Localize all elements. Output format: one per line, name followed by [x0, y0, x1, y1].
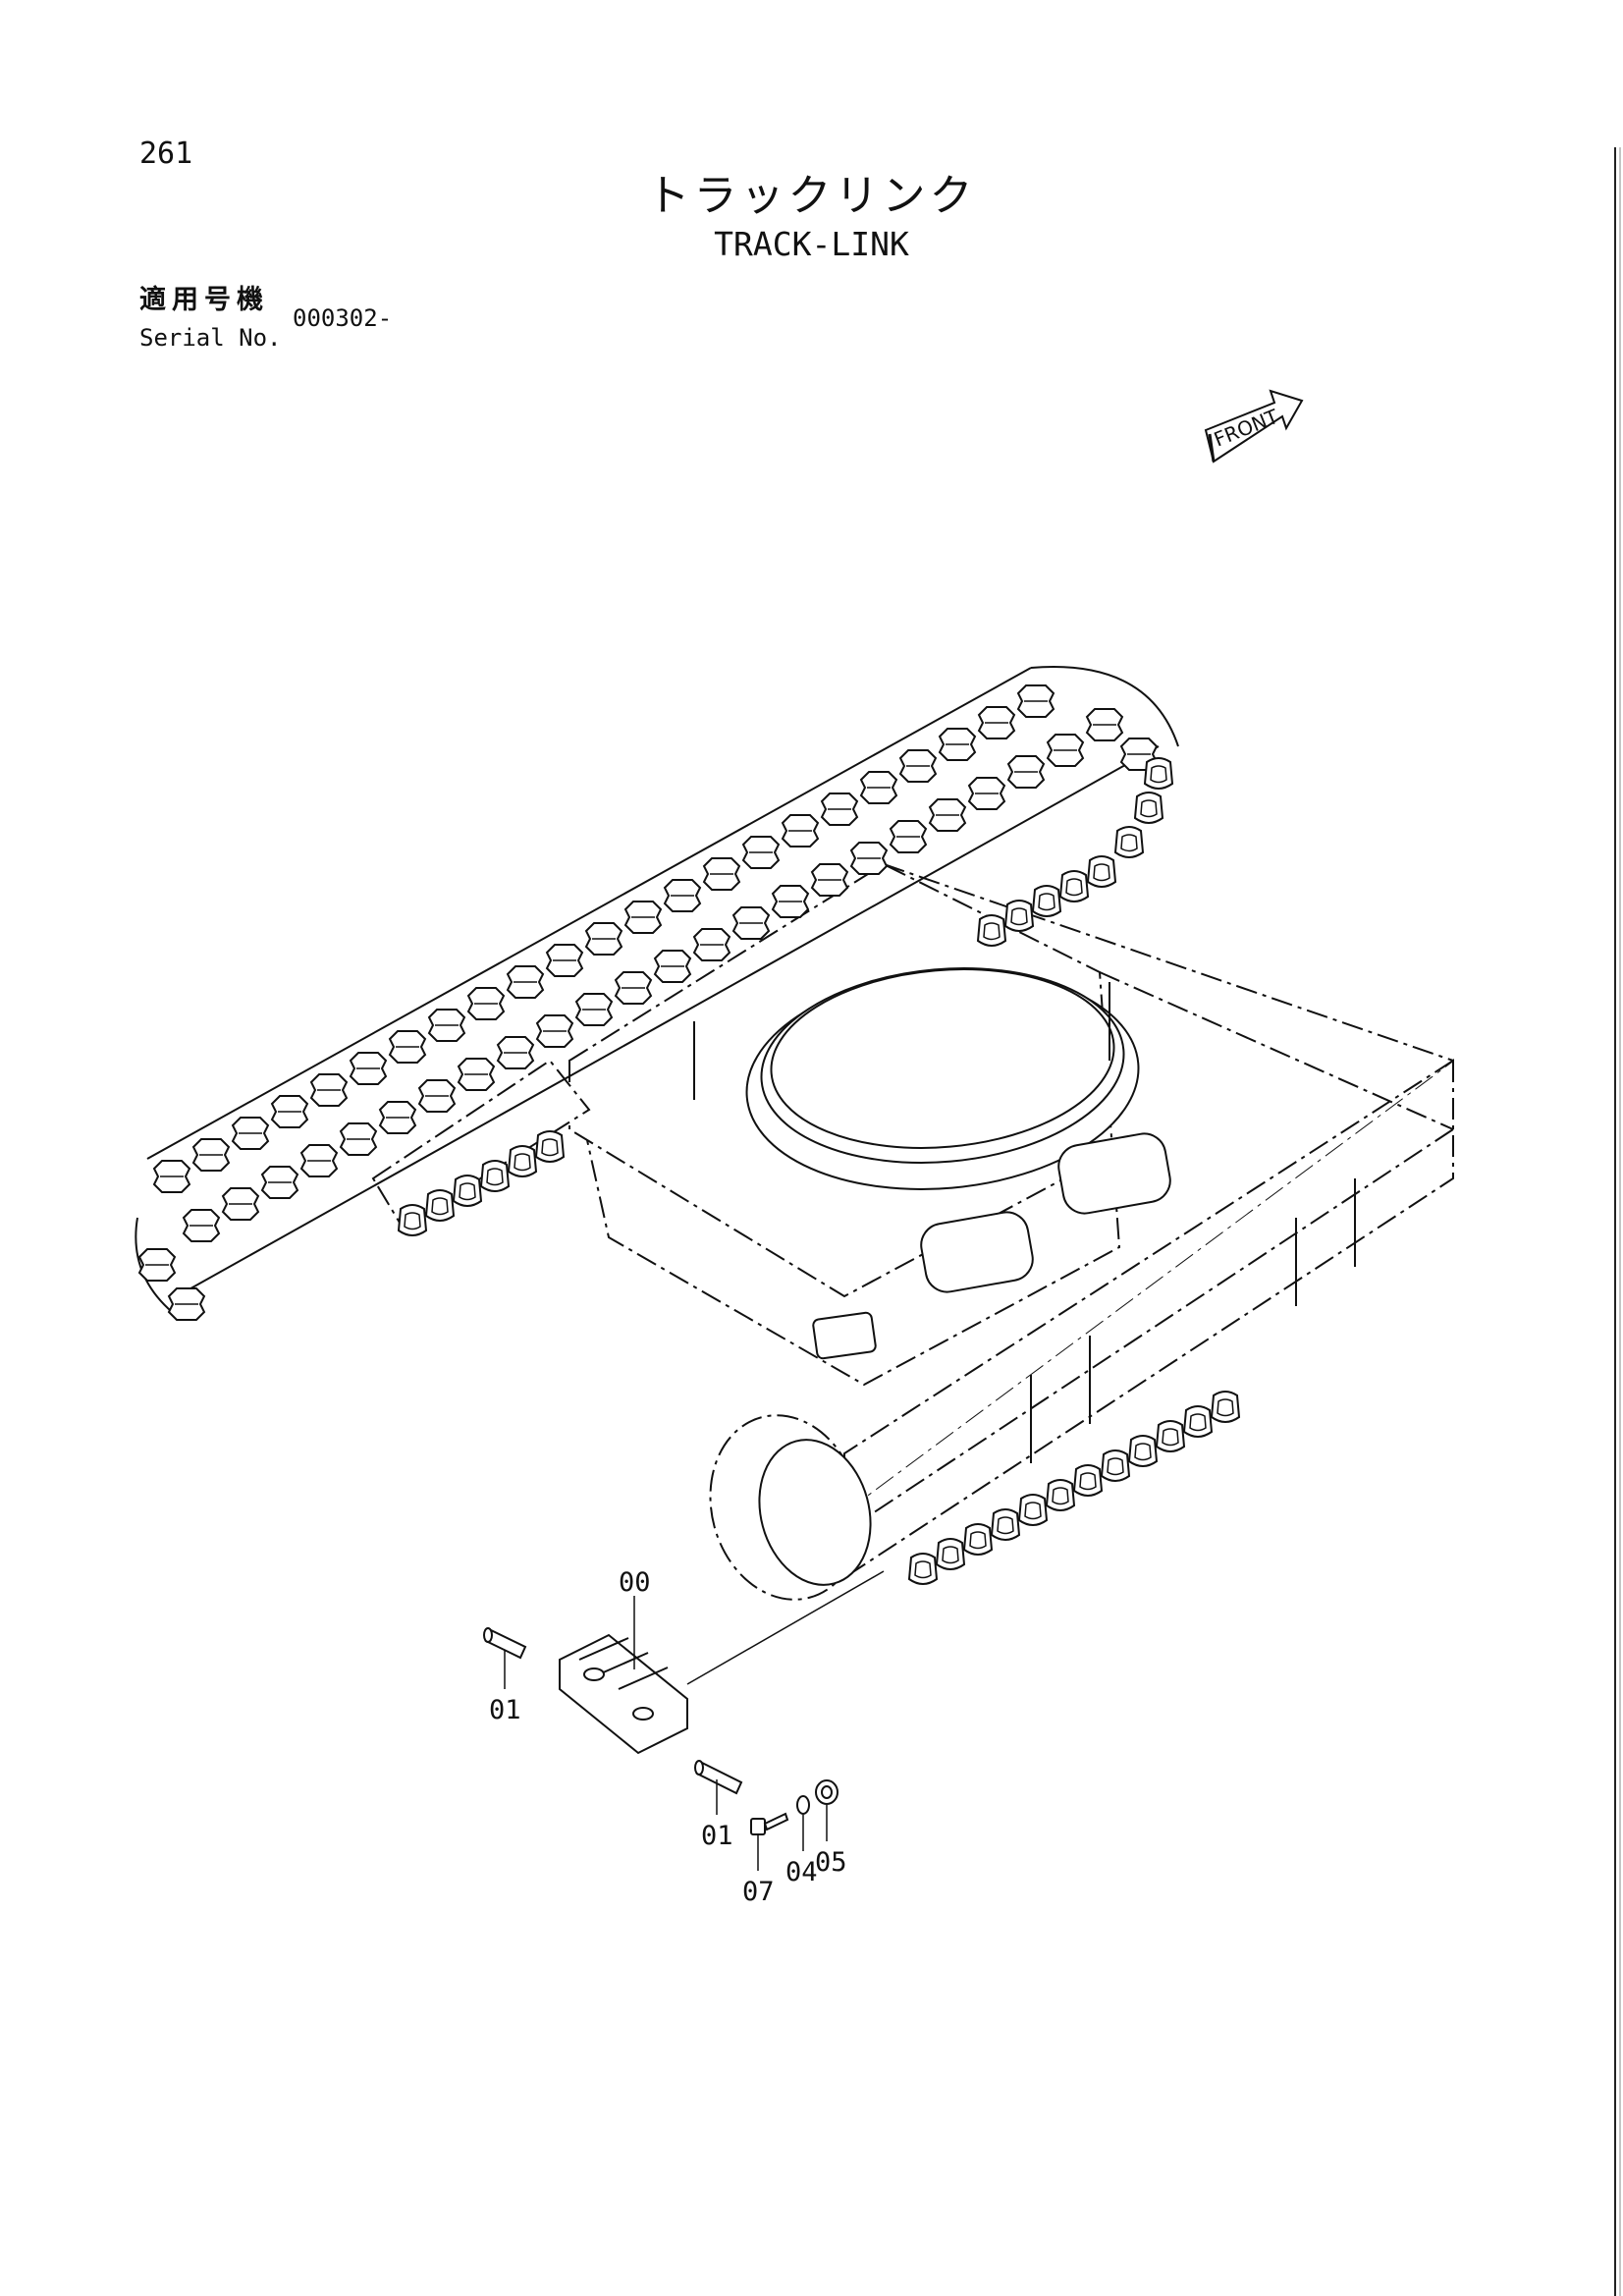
- callout-05: 05: [815, 1847, 847, 1878]
- bolt-part: [750, 1812, 789, 1835]
- upper-track-shoes: [135, 666, 1179, 1321]
- leader-line-assembly: [686, 1570, 885, 1685]
- track-pin-part-lower: [694, 1760, 743, 1795]
- page-title-jp: トラックリンク: [646, 171, 977, 221]
- front-label: FRONT: [1211, 404, 1282, 451]
- front-direction-arrow: FRONT: [1204, 389, 1304, 464]
- callout-01-lower: 01: [701, 1821, 733, 1851]
- page-number: 261: [139, 137, 193, 171]
- callout-leaders: [504, 1596, 828, 1871]
- callout-07: 07: [742, 1877, 775, 1907]
- serial-number-value: 000302-: [293, 304, 393, 332]
- page-title-en: TRACK-LINK: [714, 225, 909, 263]
- exploded-parts: [483, 1627, 839, 1835]
- track-link-part: [559, 1633, 688, 1755]
- serial-label-en: Serial No.: [139, 324, 282, 352]
- washer-part: [796, 1795, 810, 1815]
- callout-00: 00: [619, 1567, 651, 1598]
- callout-04: 04: [785, 1857, 818, 1887]
- callout-01-upper: 01: [489, 1695, 521, 1725]
- undercarriage-frame: [371, 862, 1454, 1601]
- serial-label-jp: 適用号機: [139, 285, 269, 315]
- track-pin-part-upper: [483, 1627, 527, 1660]
